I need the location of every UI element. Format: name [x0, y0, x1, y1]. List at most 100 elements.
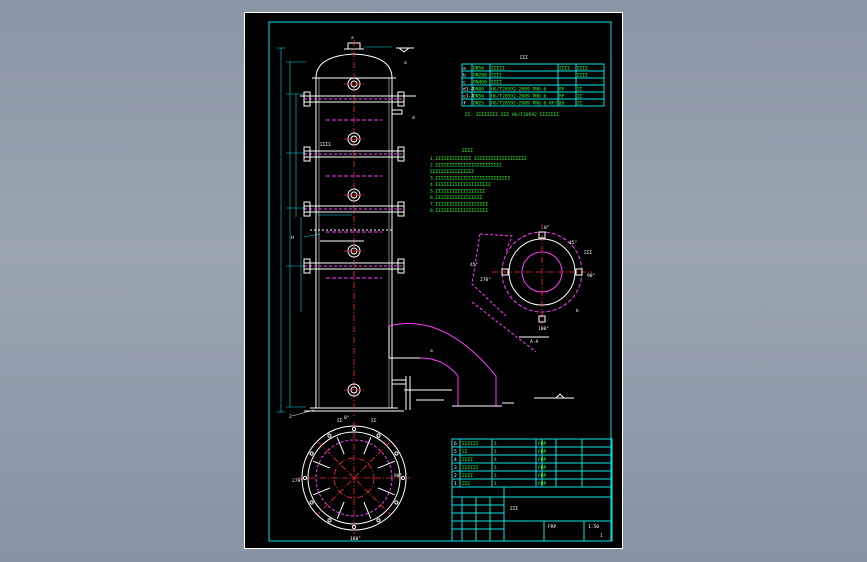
- plan-bolt-hole: [376, 433, 381, 438]
- nozzle-table-cell: ΣΣ: [577, 94, 583, 100]
- tech-note-line: 5.ΣΣΣΣΣΣΣΣΣΣΣΣΣΣΣΣΣΣ: [430, 189, 486, 195]
- title-material: FRP: [548, 524, 557, 530]
- plan-support-rib: [313, 487, 331, 496]
- plan-angle-0: 0°: [344, 415, 350, 421]
- nozzle-table-footnote: ΣΣ: ΣΣΣΣΣΣΣΣ ΣΣΣ HG/T20592 ΣΣΣΣΣΣΣ: [465, 112, 559, 118]
- section-angle-0: 0°: [544, 225, 550, 231]
- parts-list-cell: 4: [454, 457, 457, 463]
- nozzle-table-cell: d1-4: [463, 87, 474, 93]
- flange-band-4: [303, 258, 405, 274]
- nozzle-table-cell: e1-4: [463, 94, 474, 100]
- plan-bolt-hole: [351, 426, 357, 432]
- nozzle-table-cell: RF: [559, 87, 565, 93]
- svg-text:ΣΣΣΣ: ΣΣΣΣ: [320, 142, 331, 148]
- plan-bolt-hole: [400, 475, 406, 481]
- parts-list-cell: 1: [454, 481, 457, 487]
- section-angle-90: 90°: [587, 273, 596, 279]
- plan-support-rib: [363, 437, 372, 455]
- parts-list-cell: ΣΣΣΣΣΣ: [462, 441, 479, 447]
- tech-note-line: 8.ΣΣΣΣΣΣΣΣΣΣΣΣΣΣΣΣΣΣΣ: [430, 208, 488, 214]
- parts-list-cell: FRP: [538, 449, 547, 455]
- parts-list-cell: 1: [494, 449, 497, 455]
- parts-list-cell: FRP: [538, 473, 547, 479]
- tech-note-line: 3.ΣΣΣΣΣΣΣΣΣΣΣΣΣΣΣΣΣΣΣΣΣΣΣΣΣΣΣ: [430, 176, 510, 182]
- drawing-frame: [268, 21, 612, 542]
- plan-bolt-hole: [327, 518, 332, 523]
- tech-note-line: ΣΣΣΣΣΣΣΣΣΣΣΣΣΣΣΣ: [430, 169, 474, 175]
- section-angle-45b: 45°: [470, 262, 479, 268]
- nozzle-table-cell: 16: [559, 101, 565, 107]
- nozzle-table-cell: b: [463, 73, 466, 79]
- parts-list-cell: 2: [454, 473, 457, 479]
- flange-band-2: ΣΣΣΣ: [303, 142, 405, 162]
- plan-support-rib: [313, 460, 331, 469]
- svg-text:H: H: [291, 235, 294, 241]
- svg-text:b: b: [576, 308, 579, 314]
- section-angle-270: 270°: [480, 277, 491, 283]
- nozzle-table-cell: ΣΣΣΣΣ: [491, 66, 505, 72]
- drawing-title: ΣΣΣ: [510, 506, 519, 512]
- top-nozzle-label: a: [351, 36, 354, 41]
- plan-bolt-hole: [302, 475, 308, 481]
- title-block: ΣΣΣ FRP 1:50 1: [451, 486, 613, 542]
- nozzle-table-cell: c: [463, 81, 466, 86]
- nozzle-table-cell: ΣΣ: [577, 87, 583, 93]
- nozzle-table-cell: DN80: [473, 87, 484, 93]
- nozzle-table-cell: ΣΣΣΣ: [559, 66, 570, 72]
- spray-nozzle-4: [344, 244, 364, 258]
- parts-list-cell: FRP: [538, 457, 547, 463]
- parts-list-cell: 3: [454, 465, 457, 471]
- main-elevation-view: H a ΣΣΣΣ: [277, 36, 416, 424]
- plan-support-rib: [363, 501, 372, 519]
- nozzle-table-cell: DN400: [473, 80, 487, 86]
- parts-list-cell: 1: [494, 473, 497, 479]
- tech-note-line: 2.ΣΣΣΣΣΣΣΣΣΣΣΣΣΣΣΣΣΣΣΣΣΣΣΣ: [430, 163, 502, 169]
- plan-bolt-hole: [394, 500, 399, 505]
- nozzle-table-cell: ΣΣΣΣ: [491, 80, 502, 86]
- plan-support-rib: [336, 501, 345, 519]
- parts-list-cell: FRP: [538, 441, 547, 447]
- svg-text:d: d: [412, 115, 415, 121]
- side-outlet-nozzle: [391, 379, 407, 385]
- parts-list-cell: 1: [494, 441, 497, 447]
- plan-bolt-hole: [351, 524, 357, 530]
- nozzle-table-cell: ΣΣ: [577, 101, 583, 107]
- tech-note-line: 7.ΣΣΣΣΣΣΣΣΣΣΣΣΣΣΣΣΣΣΣ: [430, 202, 488, 208]
- parts-list-cell: 5: [454, 449, 457, 455]
- section-angle-180: 180°: [538, 326, 549, 332]
- svg-text:ΣΣ: ΣΣ: [337, 418, 343, 424]
- nozzle-table-cell: RF: [559, 94, 565, 100]
- plan-bolt-hole: [309, 451, 314, 456]
- plan-angle-270: 270°: [292, 478, 303, 484]
- svg-text:ΣΣ: ΣΣ: [371, 418, 377, 424]
- nozzle-table-cell: DN25: [473, 101, 484, 107]
- nozzle-table-cell: HG/T20592-2009 PN0.6: [491, 87, 547, 93]
- plan-bolt-hole: [394, 451, 399, 456]
- parts-list-cell: ΣΣ: [462, 449, 468, 455]
- nozzle-table-cell: HG/T20592-2009 PN0.6 RF/S: [491, 101, 560, 107]
- plan-support-rib: [336, 437, 345, 455]
- tech-note-line: 4.ΣΣΣΣΣΣΣΣΣΣΣΣΣΣΣΣΣΣΣΣ: [430, 182, 491, 188]
- parts-list-cell: ΣΣΣ: [462, 481, 471, 487]
- plan-support-rib: [377, 487, 395, 496]
- nozzle-table-cell: DN50: [473, 94, 484, 100]
- tech-note-line: 6.ΣΣΣΣΣΣΣΣΣΣΣΣΣΣΣΣΣ: [430, 195, 483, 201]
- elbow-label: a: [430, 349, 433, 354]
- parts-list-cell: 1: [494, 465, 497, 471]
- section-angle-45a: 45°: [569, 240, 578, 246]
- plan-angle-90: 90°: [394, 473, 403, 479]
- plan-bolt-hole: [376, 518, 381, 523]
- nozzle-table-cell: DN200: [473, 73, 487, 79]
- nozzle-table: ΣΣΣ ΣΣ: ΣΣΣΣΣΣΣΣ ΣΣΣ HG/T20592 ΣΣΣΣΣΣΣ a…: [461, 55, 605, 118]
- elbow-view: a: [388, 323, 574, 407]
- nozzle-table-cell: DN50: [473, 66, 484, 72]
- title-scale: 1:50: [588, 524, 599, 530]
- tech-note-line: 1.ΣΣΣΣΣΣΣΣΣΣΣΣΣ ΣΣΣΣΣΣΣΣΣΣΣΣΣΣΣΣΣΣΣ: [430, 156, 527, 162]
- nozzle-table-cell: f: [463, 101, 466, 107]
- tech-notes-title: ΣΣΣΣ: [462, 148, 473, 154]
- svg-text:2: 2: [289, 414, 292, 420]
- spray-nozzle-1: [344, 77, 364, 91]
- parts-list-cell: 1: [494, 481, 497, 487]
- nozzle-table-cell: HG/T20592-2009 PN0.6: [491, 94, 547, 100]
